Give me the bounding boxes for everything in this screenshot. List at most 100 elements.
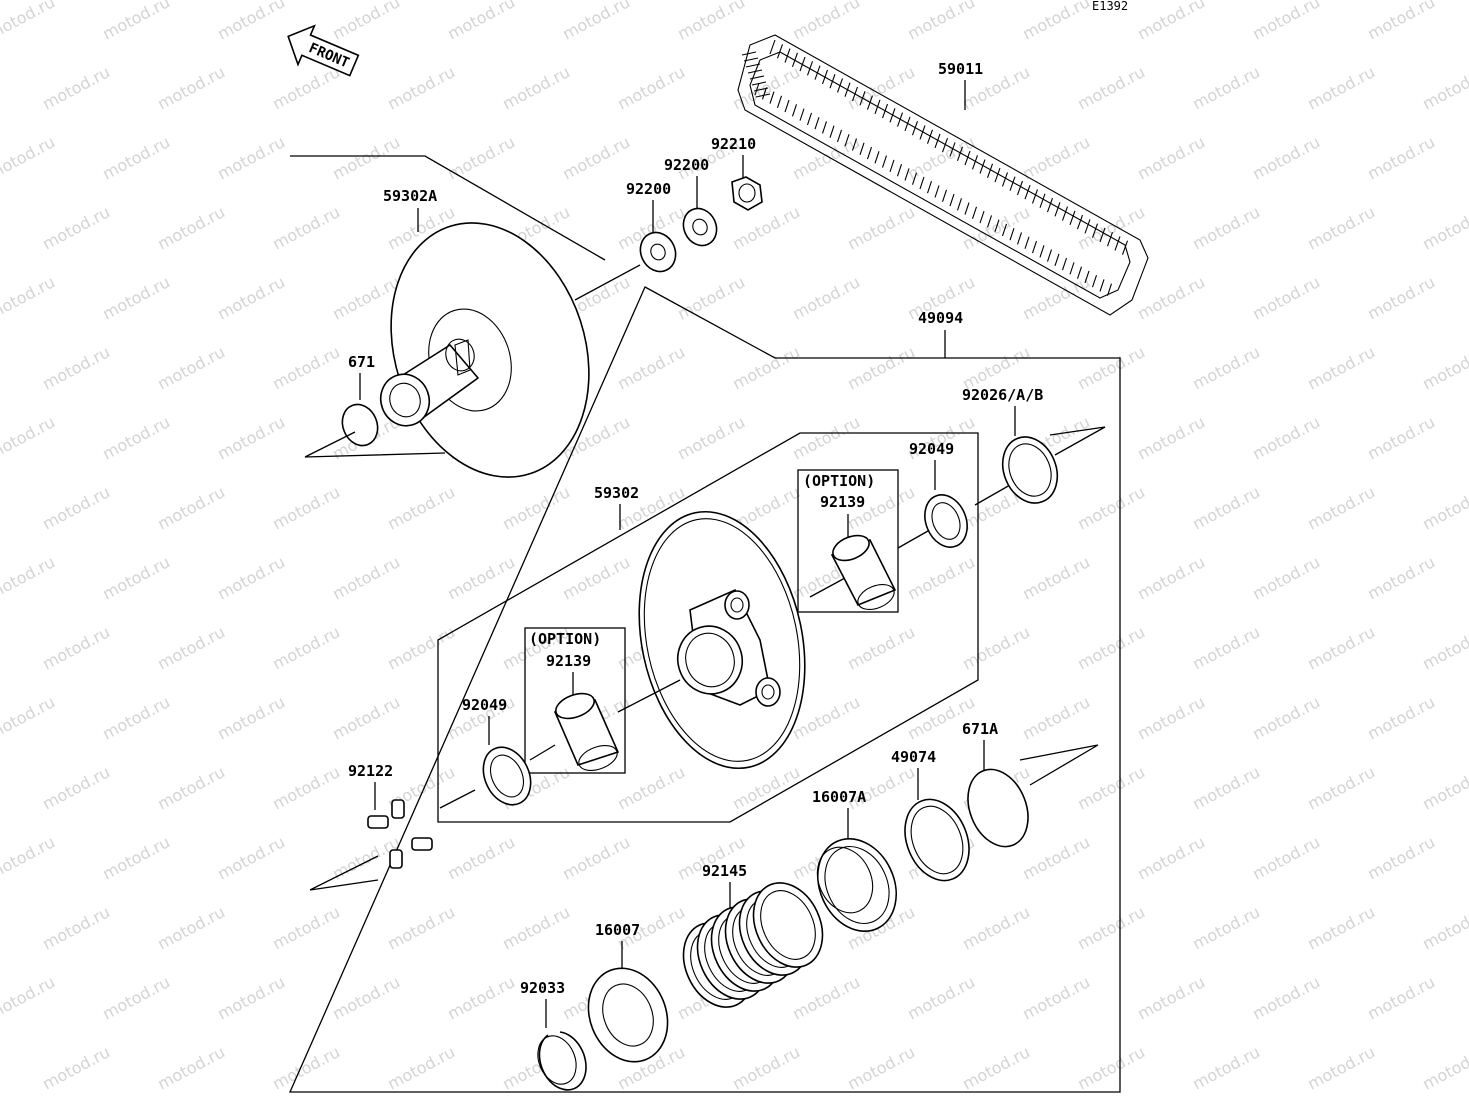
- watermark-text: motod.ru: [1074, 342, 1148, 393]
- watermark-text: motod.ru: [789, 0, 863, 44]
- belt-tooth: [829, 73, 836, 89]
- watermark-text: motod.ru: [1134, 832, 1208, 883]
- watermark-text: motod.ru: [1019, 692, 1093, 743]
- watermark-text: motod.ru: [1134, 552, 1208, 603]
- watermark-text: motod.ru: [1134, 132, 1208, 183]
- watermark-text: motod.ru: [1249, 692, 1323, 743]
- watermark-text: motod.ru: [444, 0, 518, 44]
- washer-upper: [682, 207, 718, 247]
- watermark-text: motod.ru: [1134, 0, 1208, 44]
- belt-tooth: [926, 181, 933, 194]
- watermark-text: motod.ru: [1304, 622, 1378, 673]
- belt-tooth: [971, 206, 978, 220]
- watermark-text: motod.ru: [444, 972, 518, 1023]
- watermark-text: motod.ru: [0, 972, 58, 1023]
- watermark-text: motod.ru: [559, 132, 633, 183]
- belt-tooth: [874, 99, 881, 114]
- belt-tooth: [751, 81, 767, 86]
- belt-tooth: [904, 116, 911, 132]
- belt-tooth: [881, 155, 888, 168]
- watermark-text: motod.ru: [1419, 482, 1469, 533]
- belt-tooth: [956, 146, 964, 161]
- watermark-text: motod.ru: [269, 202, 343, 253]
- belt-tooth: [1046, 249, 1053, 262]
- watermark-text: motod.ru: [1364, 692, 1438, 743]
- label-16007A: 16007A: [812, 788, 866, 806]
- watermark-text: motod.ru: [729, 1042, 803, 1093]
- watermark-text: motod.ru: [1419, 1042, 1469, 1093]
- fixed-sheave: [379, 222, 590, 478]
- label-59011: 59011: [938, 60, 983, 78]
- spring-coil: [752, 882, 824, 968]
- watermark-text: motod.ru: [1249, 972, 1323, 1023]
- watermark-text: motod.ru: [99, 272, 173, 323]
- belt-tooth: [964, 150, 971, 166]
- watermark-text: motod.ru: [1364, 972, 1438, 1023]
- watermark-text: motod.ru: [0, 552, 58, 603]
- watermark-text: motod.ru: [99, 412, 173, 463]
- watermark-text: motod.ru: [154, 762, 228, 813]
- belt-tooth: [851, 86, 859, 102]
- label-49094: 49094: [918, 309, 963, 327]
- watermark-text: motod.ru: [959, 902, 1033, 953]
- seal-upper: [924, 494, 968, 548]
- watermark-text: motod.ru: [614, 62, 688, 113]
- watermark-text: motod.ru: [39, 902, 113, 953]
- watermark-text: motod.ru: [99, 832, 173, 883]
- belt-tooth: [979, 210, 985, 224]
- belt-tooth: [1091, 223, 1099, 238]
- watermark-text: motod.ru: [959, 622, 1033, 673]
- belt-tooth: [1076, 214, 1084, 230]
- belt-tooth: [1001, 223, 1008, 237]
- label-92200-lower: 92200: [626, 180, 671, 198]
- watermark-text: motod.ru: [1419, 762, 1469, 813]
- diagram-code: E1392: [1092, 0, 1128, 13]
- belt-tooth: [741, 51, 757, 56]
- bushing-lower: [553, 692, 620, 771]
- watermark-text: motod.ru: [1304, 762, 1378, 813]
- watermark-text: motod.ru: [1134, 692, 1208, 743]
- watermark-text: motod.ru: [844, 622, 918, 673]
- watermark-text: motod.ru: [1074, 62, 1148, 113]
- watermark-text: motod.ru: [39, 1042, 113, 1093]
- belt-tooth: [749, 75, 765, 80]
- belt-tooth: [1016, 180, 1024, 196]
- watermark-text: motod.ru: [154, 342, 228, 393]
- watermark-text: motod.ru: [269, 762, 343, 813]
- watermark-text: motod.ru: [39, 762, 113, 813]
- watermark-text: motod.ru: [904, 0, 978, 44]
- watermark-text: motod.ru: [1304, 902, 1378, 953]
- watermark-text: motod.ru: [1019, 972, 1093, 1023]
- watermark-text: motod.ru: [729, 762, 803, 813]
- belt-tooth: [1061, 206, 1069, 221]
- watermark-text: motod.ru: [1419, 62, 1469, 113]
- belt-tooth: [1106, 283, 1113, 296]
- belt-tooth: [806, 61, 814, 76]
- belt-tooth: [784, 48, 791, 63]
- watermark-text: motod.ru: [214, 412, 288, 463]
- watermark-text: motod.ru: [1364, 832, 1438, 883]
- watermark-text: motod.ru: [1074, 902, 1148, 953]
- watermark-text: motod.ru: [1304, 62, 1378, 113]
- watermark-text: motod.ru: [39, 62, 113, 113]
- watermark-text: motod.ru: [1419, 622, 1469, 673]
- watermark-text: motod.ru: [729, 342, 803, 393]
- watermark-text: motod.ru: [1249, 552, 1323, 603]
- belt-tooth: [799, 108, 805, 121]
- watermark-text: motod.ru: [1189, 202, 1263, 253]
- label-59302A: 59302A: [383, 187, 437, 205]
- watermark-text: motod.ru: [959, 1042, 1033, 1093]
- label-59302: 59302: [594, 484, 639, 502]
- watermark-text: motod.ru: [1019, 132, 1093, 183]
- belt-tooth: [874, 151, 880, 164]
- label-92026AB: 92026/A/B: [962, 386, 1043, 404]
- watermark-text: motod.ru: [269, 1042, 343, 1093]
- watermark-text: motod.ru: [1134, 412, 1208, 463]
- label-92210: 92210: [711, 135, 756, 153]
- watermark-text: motod.ru: [0, 132, 58, 183]
- watermark-text: motod.ru: [154, 202, 228, 253]
- belt-tooth: [799, 56, 806, 72]
- belt-tooth: [896, 163, 903, 177]
- watermark-text: motod.ru: [1364, 0, 1438, 44]
- belt-tooth: [1099, 227, 1106, 243]
